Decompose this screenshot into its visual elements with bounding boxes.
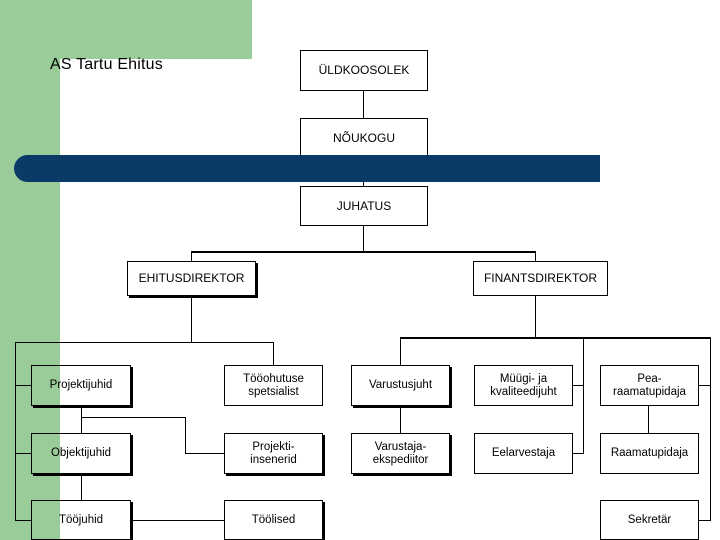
edge-toojuhid-toolised — [131, 520, 224, 521]
edge-bus-to-varustusjuht — [400, 337, 401, 365]
edge-spine-to-objektijuhid — [15, 453, 31, 454]
edge-projektijuhid-insenerid-h2 — [185, 453, 224, 454]
edge-projektijuhid-objektijuhid — [81, 406, 82, 433]
edge-objektijuhid-toojuhid — [81, 474, 82, 500]
edge-bus-to-tooohutuse — [273, 342, 274, 365]
edge-pearaamatupidaja-raamatupidaja — [648, 406, 649, 433]
edge-ehitusdirektor-stem — [191, 296, 192, 343]
node-uldkoosolek-label: ÜLDKOOSOLEK — [318, 63, 410, 77]
node-muugi-ja-kvaliteedijuht-label: Müügi- ja kvaliteedijuht — [490, 372, 557, 398]
node-varustusjuht-label: Varustusjuht — [368, 379, 433, 391]
node-toojuhid-label: Tööjuhid — [58, 513, 104, 526]
node-tooohutuse-spetsialist-label: Tööohutuse spetsialist — [243, 372, 304, 398]
node-tooohutuse-spetsialist[interactable]: Tööohutuse spetsialist — [224, 365, 323, 406]
node-projektijuhid[interactable]: Projektijuhid — [31, 365, 131, 406]
node-juhatus-label: JUHATUS — [336, 198, 392, 213]
page-title: AS Tartu Ehitus — [50, 56, 163, 73]
node-noukogu[interactable]: NÕUKOGU — [300, 118, 428, 159]
node-pea-raamatupidaja[interactable]: Pea- raamatupidaja — [600, 365, 699, 406]
node-ehitusdirektor[interactable]: EHITUSDIREKTOR — [127, 261, 256, 296]
node-objektijuhid-label: Objektijuhid — [50, 447, 112, 459]
node-toolised[interactable]: Töölised — [224, 500, 323, 540]
edge-muugijuht-eelarvestaja-spine — [583, 385, 584, 453]
node-eelarvestaja[interactable]: Eelarvestaja — [474, 433, 573, 474]
node-sekretar[interactable]: Sekretär — [600, 500, 699, 540]
node-muugi-ja-kvaliteedijuht[interactable]: Müügi- ja kvaliteedijuht — [474, 365, 573, 406]
edge-projektijuhid-insenerid-v — [185, 417, 186, 453]
node-pea-raamatupidaja-label: Pea- raamatupidaja — [613, 372, 686, 398]
edge-juhatus-bus — [191, 251, 536, 253]
edge-varustusjuht-ekspediitor — [400, 406, 401, 433]
node-ehitusdirektor-label: EHITUSDIREKTOR — [138, 271, 245, 285]
node-eelarvestaja-label: Eelarvestaja — [491, 447, 556, 459]
node-juhatus[interactable]: JUHATUS — [300, 186, 428, 226]
edge-finantsdirektor-stem — [535, 296, 536, 338]
green-header-block — [0, 0, 252, 59]
edge-left-spine — [15, 342, 16, 520]
edge-projektijuhid-insenerid-h1 — [81, 417, 186, 418]
edge-spine-to-toojuhid — [15, 520, 31, 521]
node-uldkoosolek[interactable]: ÜLDKOOSOLEK — [300, 50, 428, 91]
node-projektijuhid-label: Projektijuhid — [49, 379, 113, 391]
node-varustaja-ekspediitor[interactable]: Varustaja- ekspediitor — [351, 433, 450, 474]
edge-uldkoosolek-noukogu — [363, 91, 364, 118]
edge-pearaamatupidaja-sekretar-spine — [710, 385, 711, 520]
edge-spine-to-eelarvestaja — [573, 453, 584, 454]
node-raamatupidaja-label: Raamatupidaja — [610, 447, 689, 459]
node-noukogu-label: NÕUKOGU — [332, 131, 395, 145]
node-toolised-label: Töölised — [251, 513, 296, 526]
node-projekti-insenerid-label: Projekti- insenerid — [250, 440, 297, 466]
node-varustusjuht[interactable]: Varustusjuht — [351, 365, 450, 406]
edge-bus-to-ehitusdirektor — [191, 251, 192, 262]
node-finantsdirektor-label: FINANTSDIREKTOR — [483, 271, 598, 285]
node-projekti-insenerid[interactable]: Projekti- insenerid — [224, 433, 323, 474]
edge-spine-to-muugijuht — [573, 385, 584, 386]
node-varustaja-ekspediitor-label: Varustaja- ekspediitor — [372, 440, 429, 466]
edge-bus-to-finantsdirektor — [535, 251, 536, 262]
edge-spine-to-pearaamatupidaja — [699, 385, 711, 386]
node-finantsdirektor[interactable]: FINANTSDIREKTOR — [473, 261, 608, 296]
edge-bus-to-pearaamatupidaja — [710, 337, 711, 385]
edge-spine-to-projektijuhid — [15, 385, 31, 386]
node-toojuhid[interactable]: Tööjuhid — [31, 500, 131, 540]
edge-bus-to-muugijuht — [583, 337, 584, 385]
node-objektijuhid[interactable]: Objektijuhid — [31, 433, 131, 474]
edge-finantsdirektor-bus — [400, 337, 710, 339]
edge-juhatus-stem — [363, 226, 364, 252]
edge-spine-to-sekretar — [699, 520, 711, 521]
node-sekretar-label: Sekretär — [627, 513, 672, 526]
edge-ehitusdirektor-bus — [15, 342, 274, 343]
green-side-column — [0, 59, 60, 540]
node-raamatupidaja[interactable]: Raamatupidaja — [600, 433, 699, 474]
navy-accent-bar — [14, 155, 600, 182]
